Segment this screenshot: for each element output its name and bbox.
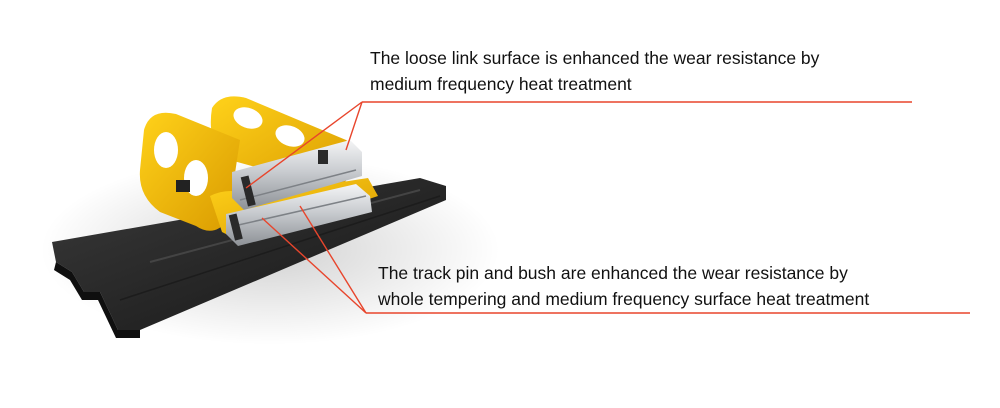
callout-loose-link: The loose link surface is enhanced the w… — [370, 45, 819, 97]
callout-loose-link-line-1: The loose link surface is enhanced the w… — [370, 48, 820, 68]
callout-pin-bush: The track pin and bush are enhanced the … — [378, 260, 869, 312]
leader-lines-top — [245, 101, 912, 189]
leader-lines-bottom — [261, 205, 970, 314]
callout-pin-bush-line-2: whole tempering and medium frequency sur… — [378, 289, 870, 309]
callout-loose-link-line-2: medium frequency heat treatment — [370, 74, 632, 94]
callout-pin-bush-line-1: The track pin and bush are enhanced the … — [378, 263, 848, 283]
track-pin-and-bush — [226, 140, 372, 246]
